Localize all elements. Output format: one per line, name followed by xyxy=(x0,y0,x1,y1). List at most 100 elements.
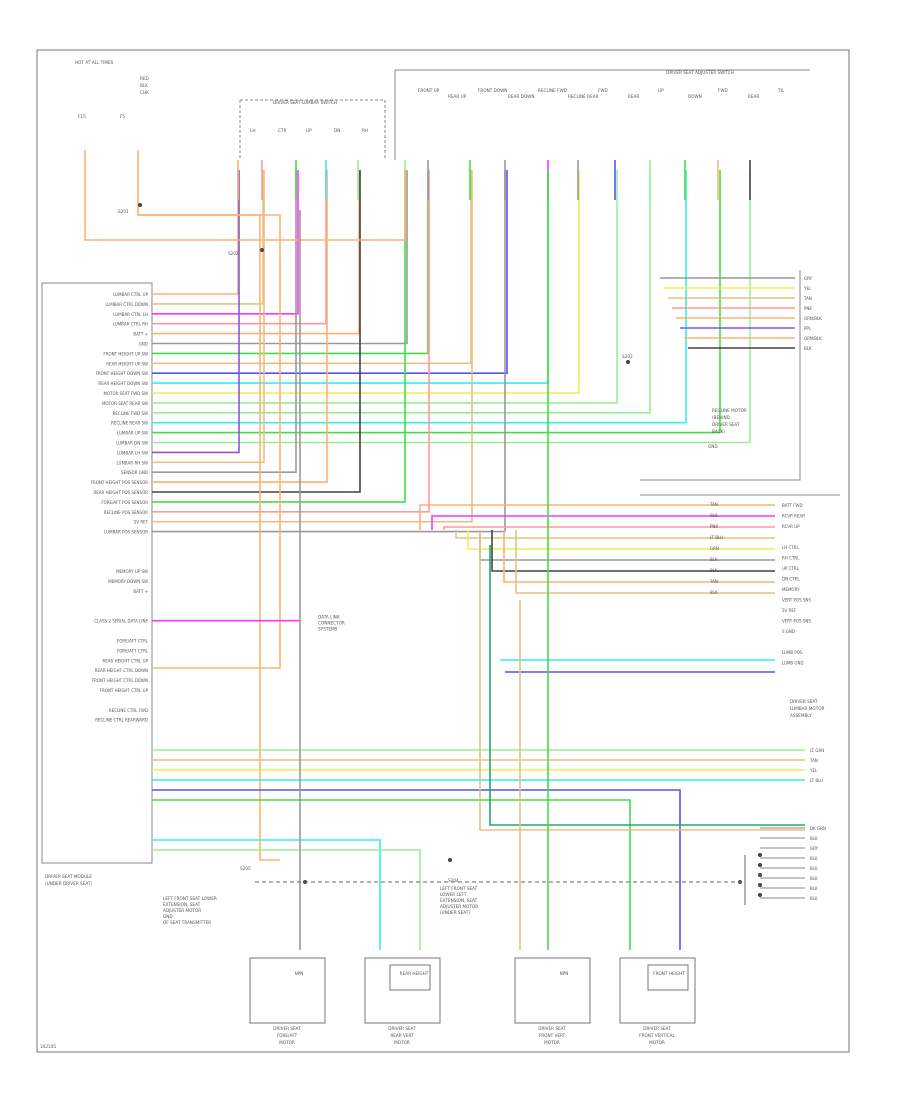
bottom-right-code: GRY xyxy=(810,846,819,851)
right-mid-label: MEMORY xyxy=(782,587,800,592)
module-pin-label: FORE/AFT POS SENSOR xyxy=(101,500,148,505)
note-left-label: ADJUSTER MOTOR xyxy=(163,908,201,913)
bottom-right-code: BLK xyxy=(810,866,818,871)
module-wire xyxy=(152,170,408,345)
module-pin-label: RECLINE CTRL FWD xyxy=(109,708,148,713)
motor-inner-label: NPN xyxy=(295,971,304,976)
module-label: (UNDER DRIVER SEAT) xyxy=(45,881,92,886)
module-pin-label: FORE/AFT CTRL xyxy=(117,648,149,653)
module-pin-label: FRONT HEIGHT CTRL DOWN xyxy=(92,678,148,683)
right-mid-label: LUMB GND xyxy=(782,661,804,666)
power-wire xyxy=(137,150,280,861)
module-wire xyxy=(152,170,472,365)
note-center-label: LOWER LEFT xyxy=(440,892,467,897)
power-code-label: RED xyxy=(140,76,149,81)
module-pin-label: REAR HEIGHT DOWN SW xyxy=(98,381,148,386)
right-mid-wire xyxy=(503,530,775,583)
power-code-label: CHK xyxy=(140,90,149,95)
motor-label: DRIVER SEAT xyxy=(273,1026,301,1031)
right-top-connector-code: GRY xyxy=(804,276,813,281)
module-wire xyxy=(152,170,506,533)
right-mid-label: RH CTRL xyxy=(782,556,800,561)
right-mid-wire xyxy=(479,530,775,561)
splice-label: S205 xyxy=(240,866,251,871)
module-pin-label: CLASS 2 SERIAL DATA LINE xyxy=(94,619,148,624)
rear-motor-label: RECLINE MOTOR xyxy=(712,408,747,413)
module-pin-label: FORE/AFT CTRL xyxy=(117,639,149,644)
module-pin-label: MEMORY DOWN SW xyxy=(108,579,148,584)
note-center-label: EXTENSION, SEAT xyxy=(440,898,478,903)
lumbar-switch-pin-label: RH xyxy=(362,128,368,133)
module-pin-label: RECLINE CTRL REARWARD xyxy=(95,718,148,723)
lumbar-switch-box xyxy=(239,99,386,160)
module-pin-label: FRONT HEIGHT POS SENSOR xyxy=(91,480,149,485)
front-vert-motor-box xyxy=(514,957,591,1024)
right-mid-label: LUMB POS xyxy=(782,650,803,655)
module-wire xyxy=(152,170,265,464)
module-wire xyxy=(152,170,299,315)
module-pin-label: FRONT HEIGHT CTRL UP xyxy=(100,688,149,693)
lower-right-code: TAN xyxy=(809,758,818,763)
module-pin-label: FRONT HEIGHT DOWN SW xyxy=(96,371,148,376)
module-wire xyxy=(152,170,429,355)
motor-inner-label: REAR HEIGHT xyxy=(400,971,429,976)
right-mid-code: BLK xyxy=(710,568,718,573)
right-mid-code: LT BLU xyxy=(710,535,723,540)
module-wire xyxy=(152,170,751,444)
note-center-label: LEFT FRONT SEAT xyxy=(440,886,478,891)
module-pin-label: LUMBAR CTRL RH xyxy=(113,322,148,327)
adjuster-switch-pin-label: REAR xyxy=(628,94,639,99)
module-wire xyxy=(152,170,240,454)
right-top-frame xyxy=(640,270,801,481)
motor-label: FORE/AFT xyxy=(277,1033,298,1038)
module-pin-label: MOTOR SEAT FWD SW xyxy=(103,391,148,396)
lower-right-code: LT GRN xyxy=(810,748,824,753)
adjuster-switch-pin-label: FWD xyxy=(718,88,728,93)
right-top-connector-code: PNK xyxy=(804,306,812,311)
module-box xyxy=(41,282,153,864)
wire-group xyxy=(84,150,805,950)
right-mid-label: VERT POS SNS xyxy=(782,598,811,603)
splice-label: S201 xyxy=(118,209,129,214)
adjuster-switch-pin-label: TIL xyxy=(777,88,785,93)
motor-label: MOTOR xyxy=(394,1040,410,1045)
adjuster-switch-pin-label: FRONT UP xyxy=(418,88,440,93)
right-mid-wire xyxy=(455,530,775,539)
right-mid-wire xyxy=(515,530,775,594)
module-wire xyxy=(152,170,508,375)
fuse-label: F5 xyxy=(120,114,125,119)
motor-label: DRIVER SEAT xyxy=(388,1026,416,1031)
note-center-label: ADJUSTER MOTOR xyxy=(440,904,478,909)
splice-dot xyxy=(758,863,762,867)
right-top-connector-code: PPL xyxy=(804,326,812,331)
module-wire xyxy=(152,170,687,424)
lumbar-switch-label: DRIVER SEAT LUMBAR SWITCH xyxy=(273,100,337,105)
motor-label: DRIVER SEAT xyxy=(643,1026,671,1031)
recline-ctrl-wire xyxy=(152,839,381,950)
module-pin-label: REAR HEIGHT CTRL UP xyxy=(103,658,149,663)
module-pin-label: RECLINE POS SENSOR xyxy=(104,510,148,515)
front-height-sensor-box xyxy=(647,964,689,991)
lower-right-code: YEL xyxy=(809,768,818,773)
right-mid-code: BLK xyxy=(710,557,718,562)
motor-inner-label: FRONT HEIGHT xyxy=(653,971,685,976)
right-mid-label: DN CTRL xyxy=(782,577,800,582)
bottom-right-code: BLK xyxy=(810,886,818,891)
right-mid-code: BLK xyxy=(710,590,718,595)
right-mid-wire xyxy=(491,530,775,572)
bottom-right-code: BLK xyxy=(810,836,818,841)
power-code-label: BLK xyxy=(140,83,148,88)
splice-dot xyxy=(138,203,142,207)
footer-code: 102145 xyxy=(40,1044,56,1049)
right-mid-label: VERT POS SNS xyxy=(782,619,811,624)
motor-ctrl-wire xyxy=(152,799,631,950)
splice-label: S204 xyxy=(448,878,459,883)
right-mid-label: S GND xyxy=(782,629,795,634)
right-mid-code: BLK xyxy=(710,513,718,518)
power-wire xyxy=(84,150,406,241)
adjuster-switch-box xyxy=(394,69,810,160)
class2-dest-label: SYSTEMS xyxy=(318,627,338,632)
splice-label: S202 xyxy=(228,251,239,256)
adjuster-switch-pin-label: UP xyxy=(658,88,664,93)
